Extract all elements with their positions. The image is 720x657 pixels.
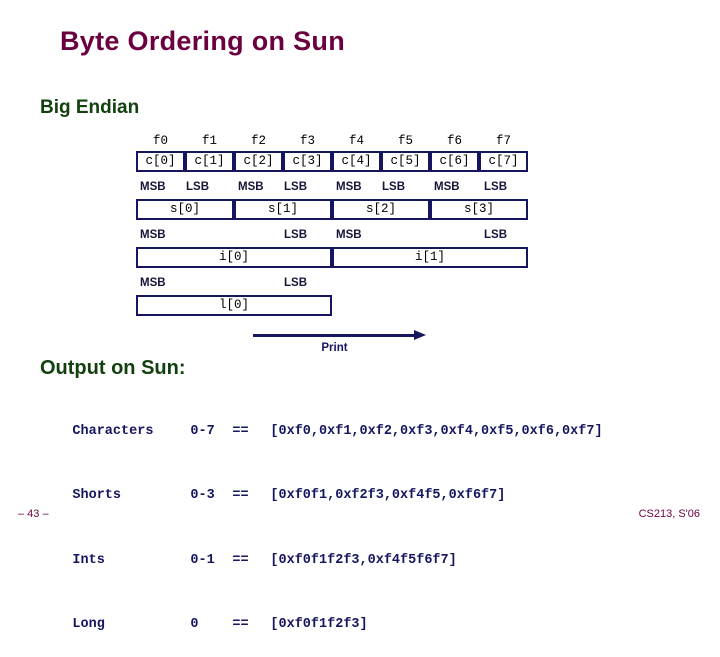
arrow-line-icon [253,334,416,337]
output-values: [0xf0f1,0xf2f3,0xf4f5,0xf6f7] [270,485,505,507]
char-cell: c[7] [479,151,528,172]
output-values: [0xf0f1f2f3,0xf4f5f6f7] [270,550,456,572]
char-cell: c[6] [430,151,479,172]
lsb-label: LSB [382,181,405,193]
output-kind: Ints [72,550,190,572]
byte-offset-label: f1 [185,134,234,148]
msb-label: MSB [336,181,362,193]
output-equals: == [232,550,270,572]
lsb-label: LSB [484,181,507,193]
msb-label: MSB [140,181,166,193]
lsb-label: LSB [284,229,307,241]
short-cell: s[2] [332,199,430,220]
msb-label: MSB [140,229,166,241]
short-cell: s[3] [430,199,528,220]
byte-offset-label: f7 [479,134,528,148]
int-cell: i[0] [136,247,332,268]
byte-offset-label: f5 [381,134,430,148]
output-kind: Long [72,614,190,636]
lsb-label: LSB [284,277,307,289]
output-range: 0 [190,614,232,636]
char-cell: c[0] [136,151,185,172]
byte-offset-label: f0 [136,134,185,148]
msb-label: MSB [434,181,460,193]
long-cell-row: l[0] [136,295,528,316]
slide-number: – 43 – [18,508,49,520]
output-values: [0xf0,0xf1,0xf2,0xf3,0xf4,0xf5,0xf6,0xf7… [270,421,602,443]
lsb-label: LSB [186,181,209,193]
output-heading: Output on Sun: [40,357,186,380]
short-endian-label-row: MSB LSB MSB LSB [136,229,528,247]
msb-label: MSB [140,277,166,289]
long-endian-label-row: MSB LSB [136,277,528,295]
char-cell: c[1] [185,151,234,172]
byte-offset-label-row: f0 f1 f2 f3 f4 f5 f6 f7 [136,134,528,151]
msb-label: MSB [336,229,362,241]
char-endian-label-row: MSB LSB MSB LSB MSB LSB MSB LSB [136,181,528,199]
short-cell: s[1] [234,199,332,220]
byte-offset-label: f4 [332,134,381,148]
byte-offset-label: f3 [283,134,332,148]
output-values: [0xf0f1f2f3] [270,614,367,636]
char-cell: c[5] [381,151,430,172]
course-label: CS213, S'06 [639,508,700,520]
output-kind: Shorts [72,485,190,507]
short-cell-row: s[0] s[1] s[2] s[3] [136,199,528,220]
lsb-label: LSB [284,181,307,193]
int-cell: i[1] [332,247,528,268]
char-cell: c[2] [234,151,283,172]
print-arrow-label: Print [253,342,416,354]
lsb-label: LSB [484,229,507,241]
page-title: Byte Ordering on Sun [60,26,345,57]
char-cell: c[4] [332,151,381,172]
arrow-head-icon [414,330,426,340]
char-cell-row: c[0] c[1] c[2] c[3] c[4] c[5] c[6] c[7] [136,151,528,172]
char-cell: c[3] [283,151,332,172]
int-cell-row: i[0] i[1] [136,247,528,268]
output-equals: == [232,421,270,443]
output-equals: == [232,614,270,636]
output-equals: == [232,485,270,507]
output-range: 0-3 [190,485,232,507]
msb-label: MSB [238,181,264,193]
short-cell: s[0] [136,199,234,220]
long-cell: l[0] [136,295,332,316]
output-range: 0-1 [190,550,232,572]
output-range: 0-7 [190,421,232,443]
print-direction-arrow: Print [253,330,428,360]
byte-offset-label: f6 [430,134,479,148]
byte-offset-label: f2 [234,134,283,148]
byte-ordering-diagram: f0 f1 f2 f3 f4 f5 f6 f7 c[0] c[1] c[2] c… [136,134,528,316]
output-kind: Characters [72,421,190,443]
big-endian-heading: Big Endian [40,97,139,119]
